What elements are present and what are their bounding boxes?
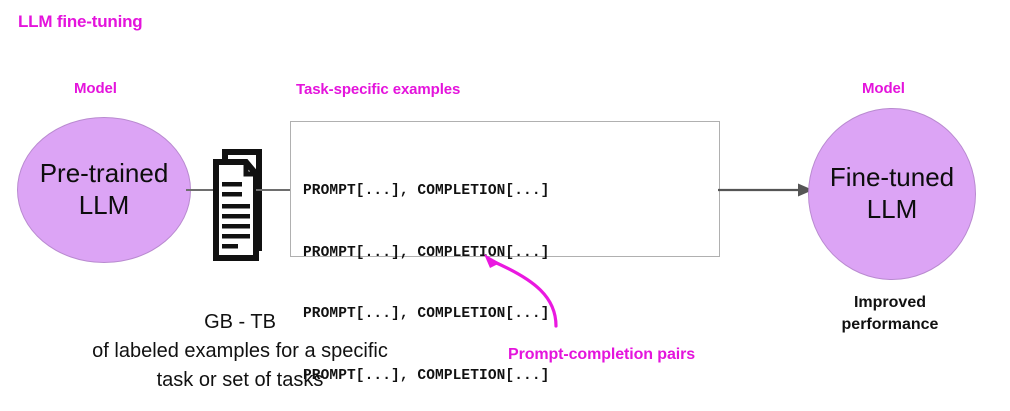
connector-documents-to-examples [256, 189, 292, 191]
node-fine-tuned-llm: Fine-tuned LLM [808, 108, 976, 280]
right-model-caption: Model [862, 80, 905, 97]
pre-trained-llm-text: Pre-trained LLM [34, 158, 175, 221]
example-line: PROMPT[...], COMPLETION[...] [303, 306, 550, 322]
dataset-size-caption: GB - TB of labeled examples for a specif… [45, 308, 435, 395]
improved-performance-line2: performance [841, 316, 939, 333]
dataset-size-line3: task or set of tasks [156, 369, 324, 391]
examples-box [290, 121, 720, 257]
left-model-caption: Model [74, 80, 117, 97]
curved-arrow-icon [476, 248, 572, 332]
documents-icon [213, 148, 265, 262]
fine-tuned-llm-text: Fine-tuned LLM [824, 162, 960, 225]
node-pre-trained-llm: Pre-trained LLM [17, 117, 191, 263]
example-line: PROMPT[...], COMPLETION[...] [303, 183, 550, 199]
improved-performance-caption: Improved performance [790, 292, 990, 336]
prompt-completion-pairs-caption: Prompt-completion pairs [508, 346, 696, 363]
examples-list: PROMPT[...], COMPLETION[...] PROMPT[...]… [303, 140, 549, 411]
example-line: PROMPT[...], COMPLETION[...] [303, 244, 550, 261]
connector-circle-to-documents [186, 189, 218, 191]
task-specific-examples-caption: Task-specific examples [296, 81, 461, 98]
dataset-size-line2: of labeled examples for a specific [92, 340, 388, 362]
improved-performance-line1: Improved [853, 294, 926, 311]
fine-tuned-llm-line1: Fine-tuned [829, 162, 955, 193]
dataset-size-line1: GB - TB [204, 311, 276, 333]
right-arrow-icon [718, 181, 816, 199]
example-line: PROMPT[...], COMPLETION[...] [303, 367, 550, 384]
page-title: LLM fine-tuning [18, 12, 143, 31]
pre-trained-llm-line2: LLM [78, 190, 130, 220]
pre-trained-llm-line1: Pre-trained [39, 158, 169, 189]
fine-tuned-llm-line2: LLM [866, 194, 918, 224]
